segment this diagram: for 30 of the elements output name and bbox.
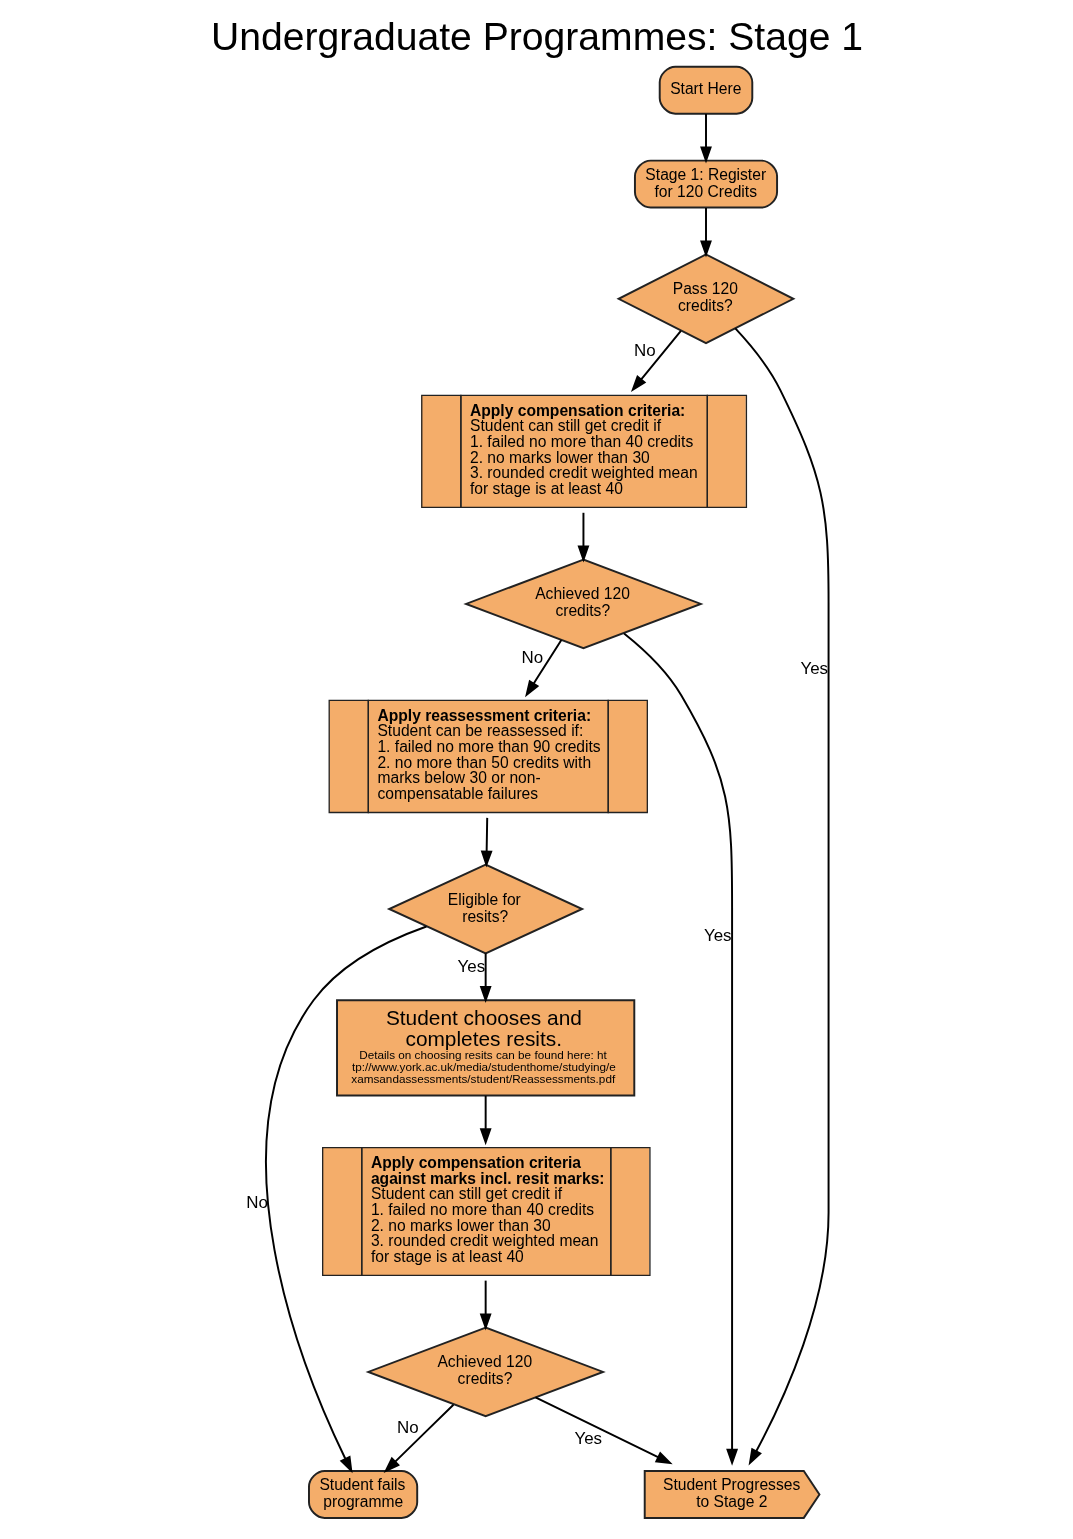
arrow [479,1094,492,1146]
diagram-title: Undergraduate Programmes: Stage 1 [210,14,863,58]
arrow [622,632,738,1466]
arrow [699,113,712,164]
arrow [699,207,712,258]
arrow [534,1396,673,1465]
arrow [479,952,492,1003]
node-diamond: Achieved 120 credits? [462,558,704,650]
node-diamond: Eligible for resits? [386,863,584,955]
arrow [733,327,830,1466]
node-box: Start Here [658,65,753,115]
edge-label: No [396,1418,419,1438]
arrow [479,1279,492,1331]
arrow [480,816,493,868]
arrow [630,329,682,392]
node-diamond: Pass 120 credits? [616,253,796,345]
arrow [383,1403,454,1473]
arrow [264,925,427,1474]
edge-label: Yes [456,956,485,976]
edge-label: No [520,647,543,667]
node-diamond: Achieved 120 credits? [365,1326,606,1418]
edge-label: No [245,1192,268,1212]
arrow [577,511,589,563]
edge-label: Yes [573,1428,602,1448]
node-box: Student chooses and completes resits. Details on choosing resits can be found here: http://www.york.ac.uk/media/studenthome/studying/examsandassessments/student/Reassessments.pdf [335,999,635,1097]
node-box: Stage 1: Register for 120 Credits [633,159,778,209]
edge-label: Yes [703,926,732,946]
arrow [524,639,562,698]
edge-label: Yes [799,659,828,679]
node-box: Student fails programme [307,1470,418,1519]
